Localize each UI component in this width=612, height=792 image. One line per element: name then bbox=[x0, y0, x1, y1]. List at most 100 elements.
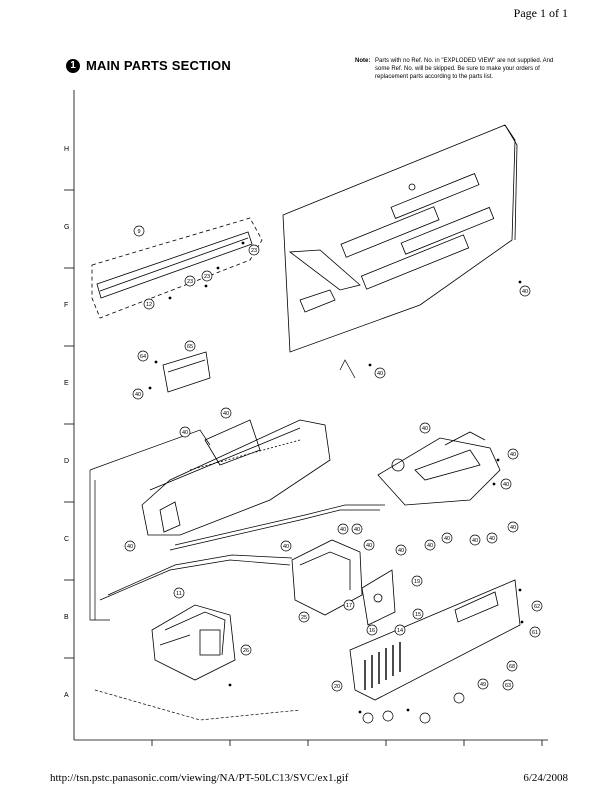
callout-ref-number: 40 bbox=[444, 536, 450, 542]
grid-row-label-d: D bbox=[64, 458, 70, 465]
callout-ref-number: 61 bbox=[532, 630, 538, 636]
callout-bubble bbox=[343, 599, 355, 611]
callout-bubble bbox=[179, 426, 191, 438]
callout-bubble bbox=[184, 340, 196, 352]
callout-ref-number: 40 bbox=[427, 543, 433, 549]
callout-bubble bbox=[124, 540, 136, 552]
callout-ref-number: 26 bbox=[243, 648, 249, 654]
callout-bubble bbox=[137, 350, 149, 362]
callout-ref-number: 63 bbox=[505, 683, 511, 689]
rear-cabinet bbox=[282, 124, 518, 353]
speaker-grille bbox=[91, 217, 263, 319]
grid-row-label-f: F bbox=[64, 302, 69, 309]
callout-ref-number: 19 bbox=[414, 579, 420, 585]
grid-row-label-h: H bbox=[64, 146, 70, 153]
callout-bubble bbox=[502, 679, 514, 691]
callout-ref-number: 49 bbox=[480, 682, 486, 688]
grid-row-label-e: E bbox=[64, 380, 69, 387]
main-chassis-frame bbox=[141, 419, 331, 536]
callout-ref-number: 23 bbox=[204, 274, 210, 280]
callout-ref-number: 40 bbox=[366, 543, 372, 549]
callout-ref-number: 40 bbox=[354, 527, 360, 533]
callout-ref-number: 64 bbox=[140, 354, 146, 360]
callout-bubble bbox=[173, 587, 185, 599]
callout-bubble bbox=[184, 275, 196, 287]
section-number-badge: 1 bbox=[66, 58, 80, 73]
screws bbox=[148, 241, 524, 714]
callout-bubble bbox=[133, 225, 145, 237]
callout-ref-number: 40 bbox=[127, 544, 133, 550]
section-title: MAIN PARTS SECTION bbox=[86, 58, 231, 73]
callout-bubble bbox=[351, 523, 363, 535]
note-label: Note: bbox=[355, 58, 371, 64]
callout-bubble bbox=[486, 532, 498, 544]
pcb-assembly-center bbox=[291, 539, 363, 616]
grid-row-label-a: A bbox=[64, 692, 69, 699]
callout-bubble bbox=[201, 270, 213, 282]
callout-bubble bbox=[374, 367, 386, 379]
footer-source-url: http://tsn.pstc.panasonic.com/viewing/NA… bbox=[50, 772, 349, 784]
callout-ref-number: 68 bbox=[509, 664, 515, 670]
callout-bubble bbox=[362, 712, 374, 724]
grid-row-label-g: G bbox=[64, 224, 70, 231]
callout-ref-number: 40 bbox=[522, 289, 528, 295]
callout-bubble bbox=[143, 298, 155, 310]
shield-plate bbox=[361, 569, 396, 626]
callout-bubble bbox=[132, 388, 144, 400]
callout-bubble bbox=[331, 680, 343, 692]
callout-bubble bbox=[424, 539, 436, 551]
grid-ticks bbox=[64, 189, 543, 746]
light-engine bbox=[377, 431, 501, 506]
callout-ref-number: 40 bbox=[135, 392, 141, 398]
pcb-assembly-left bbox=[151, 604, 236, 681]
callout-bubble bbox=[382, 710, 394, 722]
callout-ref-number: 40 bbox=[182, 430, 188, 436]
callout-bubble bbox=[366, 624, 378, 636]
callout-bubble bbox=[506, 660, 518, 672]
callout-ref-number: 40 bbox=[472, 538, 478, 544]
callout-bubble bbox=[477, 678, 489, 690]
callout-bubble bbox=[394, 624, 406, 636]
callout-bubble bbox=[469, 534, 481, 546]
callout-bubble bbox=[531, 600, 543, 612]
callout-ref-number: 40 bbox=[503, 482, 509, 488]
callout-ref-number: 40 bbox=[510, 525, 516, 531]
bracket-part bbox=[162, 351, 211, 393]
callout-ref-number: 25 bbox=[301, 615, 307, 621]
callout-bubble bbox=[519, 285, 531, 297]
callout-bubble bbox=[363, 539, 375, 551]
page-number: Page 1 of 1 bbox=[513, 6, 568, 20]
callout-bubble bbox=[500, 478, 512, 490]
callout-bubble bbox=[240, 644, 252, 656]
callout-ref-number: 9 bbox=[137, 229, 140, 235]
wiring-harness bbox=[89, 359, 385, 721]
callout-bubble bbox=[529, 626, 541, 638]
callout-bubble bbox=[337, 523, 349, 535]
callout-bubble bbox=[248, 244, 260, 256]
callout-bubble bbox=[411, 575, 423, 587]
callout-ref-number: 23 bbox=[251, 248, 257, 254]
callout-ref-number: 40 bbox=[223, 411, 229, 417]
callout-bubble bbox=[412, 608, 424, 620]
section-heading: 1 MAIN PARTS SECTION bbox=[66, 58, 231, 73]
callout-ref-number: 15 bbox=[415, 612, 421, 618]
callout-bubble bbox=[298, 611, 310, 623]
callout-ref-number: 40 bbox=[377, 371, 383, 377]
grid-row-label-c: C bbox=[64, 536, 70, 543]
callout-bubble bbox=[441, 532, 453, 544]
rear-terminal-board bbox=[349, 579, 521, 701]
callout-ref-number: 40 bbox=[489, 536, 495, 542]
callout-bubble bbox=[395, 544, 407, 556]
callout-ref-number: 23 bbox=[187, 279, 193, 285]
callout-bubble bbox=[507, 448, 519, 460]
callout-bubble bbox=[220, 407, 232, 419]
callout-bubble bbox=[453, 692, 465, 704]
callout-bubble bbox=[507, 521, 519, 533]
callout-ref-number: 40 bbox=[340, 527, 346, 533]
callout-ref-number: 14 bbox=[397, 628, 403, 634]
callout-bubble bbox=[419, 422, 431, 434]
callout-ref-number: 20 bbox=[334, 684, 340, 690]
callout-ref-number: 12 bbox=[146, 302, 152, 308]
callout-ref-number: 40 bbox=[422, 426, 428, 432]
